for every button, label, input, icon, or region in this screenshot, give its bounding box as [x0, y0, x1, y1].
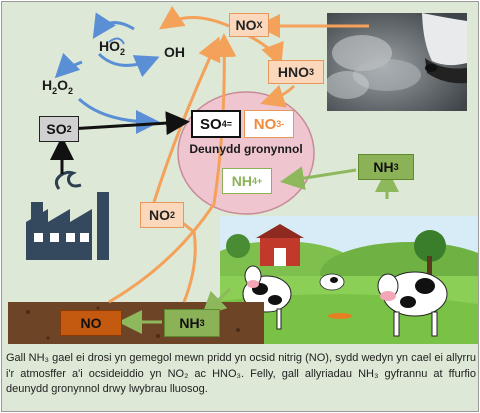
nox-label: NO: [235, 17, 257, 33]
h2o2-sub2: 2: [68, 85, 74, 96]
hno3-sub: 3: [309, 67, 315, 77]
nh4-sup: +: [256, 176, 263, 186]
no-box: NO: [60, 310, 122, 336]
so4-label: SO: [200, 115, 222, 133]
nh3-bottom-sub: 3: [199, 318, 205, 328]
h2o2-sub1: 2: [52, 85, 58, 96]
so2-sub: 2: [66, 124, 72, 134]
nh3-bottom-label: NH: [179, 315, 200, 331]
h2o2-h: H: [42, 77, 53, 93]
so2-label: SO: [46, 121, 67, 137]
no-label: NO: [80, 315, 102, 331]
ho2-label: HO2: [99, 38, 125, 57]
oh-label: OH: [164, 44, 185, 60]
nh4-sub: 4: [251, 176, 257, 186]
oh-text: OH: [164, 44, 185, 60]
nh3-top-sub: 3: [393, 162, 399, 172]
h2o2-o: O: [57, 77, 69, 93]
arrows-layer: [50, 5, 399, 334]
so4-sub: 4: [221, 119, 227, 129]
factory-icon: [26, 170, 109, 260]
car-exhaust-photo: [327, 13, 467, 111]
so4-sup: =: [226, 119, 232, 129]
no3-label: NO: [253, 115, 277, 133]
h2o2-label: H2O2: [42, 77, 73, 96]
no2-label: NO: [148, 207, 170, 223]
nh4-label: NH: [231, 173, 252, 189]
ho2-text: HO: [99, 38, 120, 54]
nox-sub: X: [256, 20, 263, 30]
nh3-top-label: NH: [373, 159, 394, 175]
ho2-sub: 2: [120, 46, 126, 57]
no3-sup: -: [281, 119, 285, 129]
figure-caption: Gall NH₃ gael ei drosi yn gemegol mewn p…: [6, 352, 476, 395]
no2-sub: 2: [169, 210, 175, 220]
no3-sub: 3: [276, 119, 282, 129]
hno3-label: HNO: [277, 64, 310, 80]
farm-cows-illustration: [220, 216, 478, 344]
particulate-matter-label: Deunydd gronynnol: [189, 142, 303, 156]
